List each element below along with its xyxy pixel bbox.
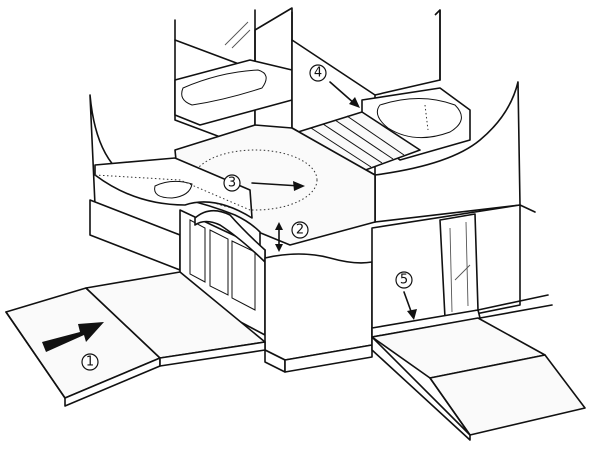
right-front-wall — [371, 204, 553, 338]
callout-5: 5 — [395, 271, 413, 289]
step-height-marker — [275, 222, 283, 252]
callout-4-text: 4 — [314, 66, 322, 81]
tub-cover-pointer — [329, 81, 356, 105]
callout-1: 1 — [81, 353, 99, 371]
callout-2-text: 2 — [296, 223, 304, 238]
turning-arrow-head — [293, 181, 305, 191]
callout-2: 2 — [291, 221, 309, 239]
left-ramp — [5, 271, 266, 407]
callout-1-text: 1 — [86, 355, 94, 370]
back-bathtub-alcove — [174, 7, 293, 151]
callout-3-text: 3 — [228, 176, 236, 191]
callout-3: 3 — [223, 174, 241, 192]
callout-4: 4 — [309, 64, 327, 82]
entrance-arrow-icon — [42, 322, 104, 352]
turning-arrow-line — [251, 182, 301, 187]
front-wall-block — [264, 253, 373, 373]
threshold-pointer-head — [407, 309, 417, 320]
tub-cover-pointer-head — [349, 97, 360, 108]
callout-5-text: 5 — [400, 273, 408, 288]
right-ramp — [371, 317, 586, 441]
